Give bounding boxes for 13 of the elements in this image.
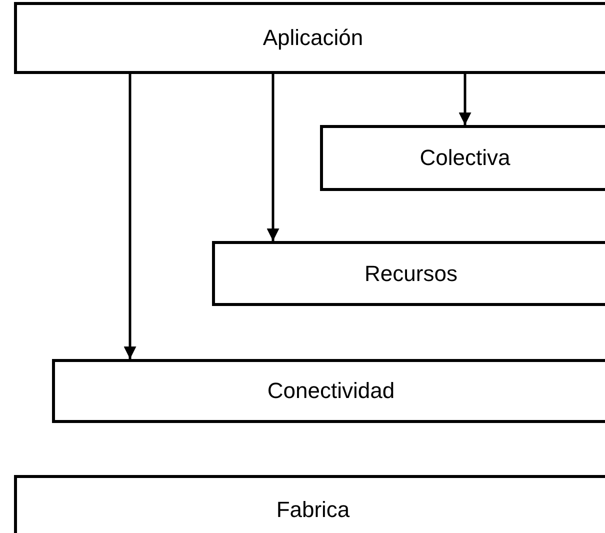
process-box (52, 359, 605, 423)
box-label: Fabrica (276, 497, 350, 523)
box-label: Aplicación (262, 25, 364, 51)
process-box (212, 241, 605, 306)
process-box (320, 125, 605, 191)
arrow (124, 74, 136, 359)
arrow (266, 74, 280, 241)
process-box (14, 2, 605, 74)
arrow (458, 74, 472, 125)
box-label: Colectiva (420, 145, 510, 171)
process-box (14, 475, 605, 533)
box-label: Recursos (364, 260, 458, 286)
box-label: Conectividad (267, 378, 395, 404)
